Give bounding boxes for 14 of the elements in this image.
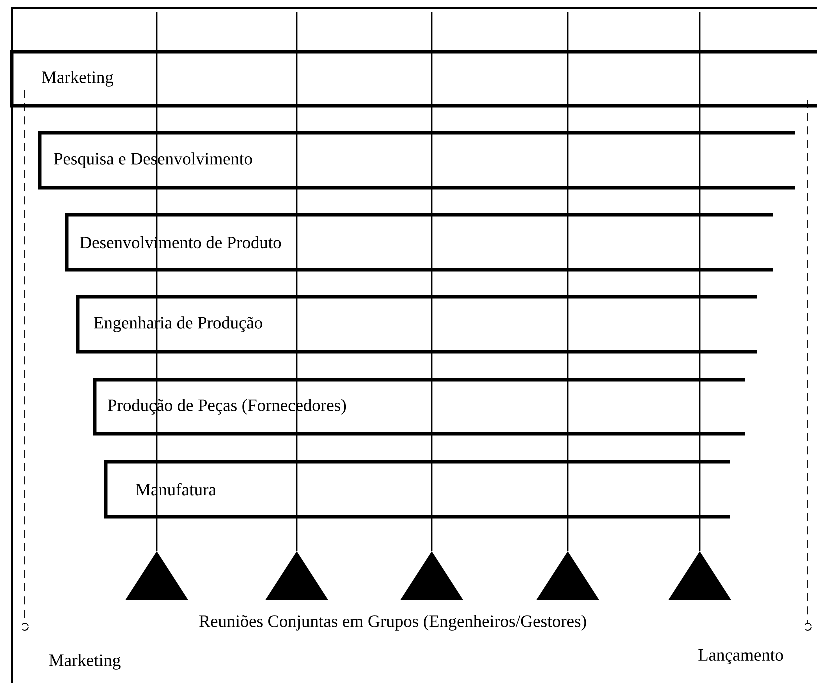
connector-line	[699, 12, 701, 552]
meeting-triangle	[266, 551, 328, 600]
meeting-triangle	[668, 551, 732, 600]
label: Lançamento	[698, 649, 784, 665]
meeting-triangle	[126, 551, 188, 600]
connector-line	[567, 12, 569, 552]
meeting-triangle	[536, 551, 600, 600]
connector-line	[296, 12, 298, 552]
label: Reuniões Conjuntas em Grupos (Engenheiros/Gestores)	[200, 615, 586, 631]
meeting-triangle	[400, 551, 464, 600]
department-bar: Marketing	[10, 50, 817, 108]
connector-line	[431, 12, 433, 552]
connector-line	[156, 12, 158, 552]
label: Marketing	[49, 654, 121, 670]
